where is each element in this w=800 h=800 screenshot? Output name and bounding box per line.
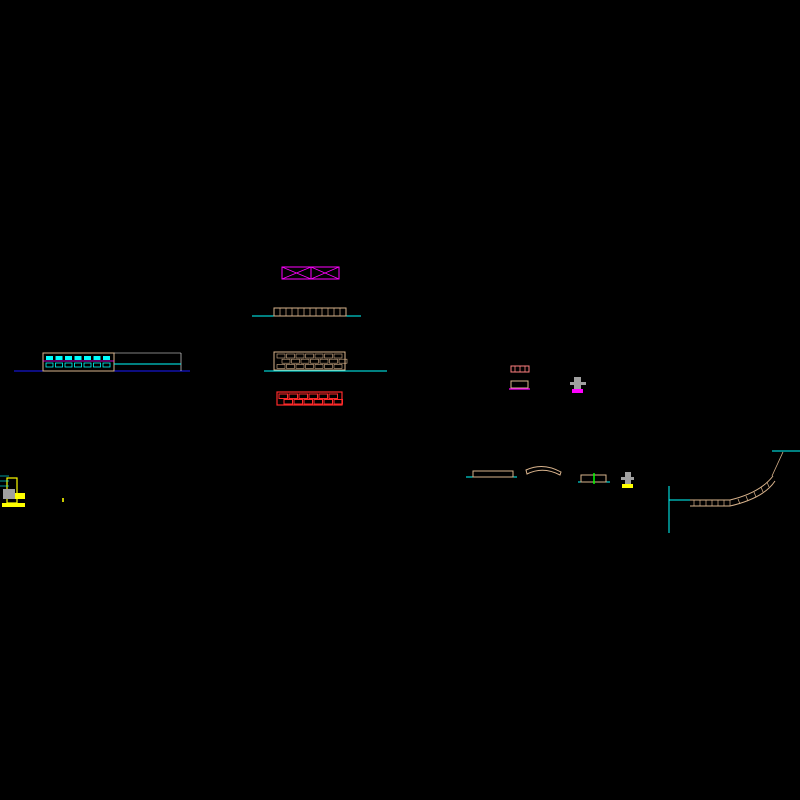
red-brick: [298, 393, 308, 399]
red-brick: [288, 393, 298, 399]
small-green-mark: [62, 498, 64, 502]
center-brick: [286, 353, 295, 359]
flat-section-frame: [472, 470, 514, 478]
center-middle-elevation: [264, 351, 387, 372]
yellow-figure-base: [622, 484, 633, 488]
center-brick: [338, 358, 348, 364]
center-middle-bricks: [276, 353, 348, 369]
red-brick: [303, 399, 313, 405]
magenta-figure-base: [572, 389, 583, 393]
ramp-curve-tick: [753, 491, 757, 498]
lower-right-details: [466, 466, 634, 488]
left-elevation: [14, 352, 190, 372]
center-upper-elevation: [252, 307, 361, 317]
left-block: [103, 356, 110, 360]
truss-diag-4: [310, 266, 340, 280]
center-brick: [319, 358, 329, 364]
center-brick: [305, 353, 314, 359]
center-brick: [276, 364, 286, 369]
yellow-column-detail: [0, 475, 64, 507]
left-block: [93, 356, 101, 360]
red-brick: [278, 393, 288, 399]
center-brick: [295, 364, 305, 369]
column-cap: [15, 493, 25, 499]
red-brick: [313, 399, 323, 405]
left-block: [55, 356, 63, 360]
right-small-details: [509, 365, 586, 393]
left-block-outline: [83, 362, 92, 368]
left-elevation-frame: [42, 352, 115, 372]
red-brick: [328, 393, 338, 399]
red-brick: [333, 399, 343, 405]
red-bricks: [278, 393, 343, 405]
center-brick: [324, 353, 333, 359]
red-brick: [293, 399, 303, 405]
center-brick: [276, 353, 286, 359]
small-rail-detail: [510, 380, 529, 389]
red-plan-frame: [276, 391, 343, 406]
left-block: [74, 356, 82, 360]
center-brick: [333, 353, 343, 359]
red-brick: [318, 393, 328, 399]
center-brick: [314, 364, 324, 369]
red-brick-plan: [276, 391, 343, 406]
center-upper-posts: [279, 308, 341, 316]
left-block: [84, 356, 91, 360]
center-brick: [295, 353, 305, 359]
left-block-outline: [93, 362, 101, 368]
left-block-outline: [45, 362, 54, 368]
center-brick: [305, 364, 314, 369]
arched-section: [525, 466, 562, 476]
left-block-outline: [102, 362, 111, 368]
column-grey-block: [3, 489, 15, 499]
left-block: [65, 356, 72, 360]
center-brick: [329, 358, 338, 364]
center-brick: [333, 364, 343, 369]
ramp-curve-tick: [766, 481, 770, 488]
red-brick: [308, 393, 318, 399]
ramp-curve-tick: [737, 498, 741, 505]
center-brick: [281, 358, 291, 364]
ramp-curve-inner: [690, 480, 776, 507]
center-brick: [286, 364, 295, 369]
truss-diag-2: [281, 266, 312, 280]
ramp-curve-outer: [690, 475, 774, 501]
ramp-ticks: [693, 481, 770, 506]
magenta-truss: [281, 266, 340, 280]
ramp-curve-tick: [745, 495, 749, 502]
magenta-figure-arm: [570, 382, 586, 385]
center-brick: [310, 358, 319, 364]
center-brick: [314, 353, 324, 359]
ramp-slope-line: [771, 451, 784, 477]
center-brick: [291, 358, 300, 364]
red-brick: [283, 399, 293, 405]
left-block-outline: [64, 362, 73, 368]
left-block: [46, 356, 53, 360]
center-brick: [300, 358, 310, 364]
column-base: [2, 503, 25, 507]
center-brick: [324, 364, 333, 369]
red-brick: [323, 399, 333, 405]
left-block-outline: [74, 362, 82, 368]
left-block-outline: [55, 362, 63, 368]
center-middle-frame: [273, 351, 346, 371]
ramp-curve-tick: [760, 486, 764, 493]
yellow-figure-arm: [621, 477, 634, 480]
left-elevation-blocks: [43, 356, 114, 368]
curved-ramp: [668, 450, 800, 533]
